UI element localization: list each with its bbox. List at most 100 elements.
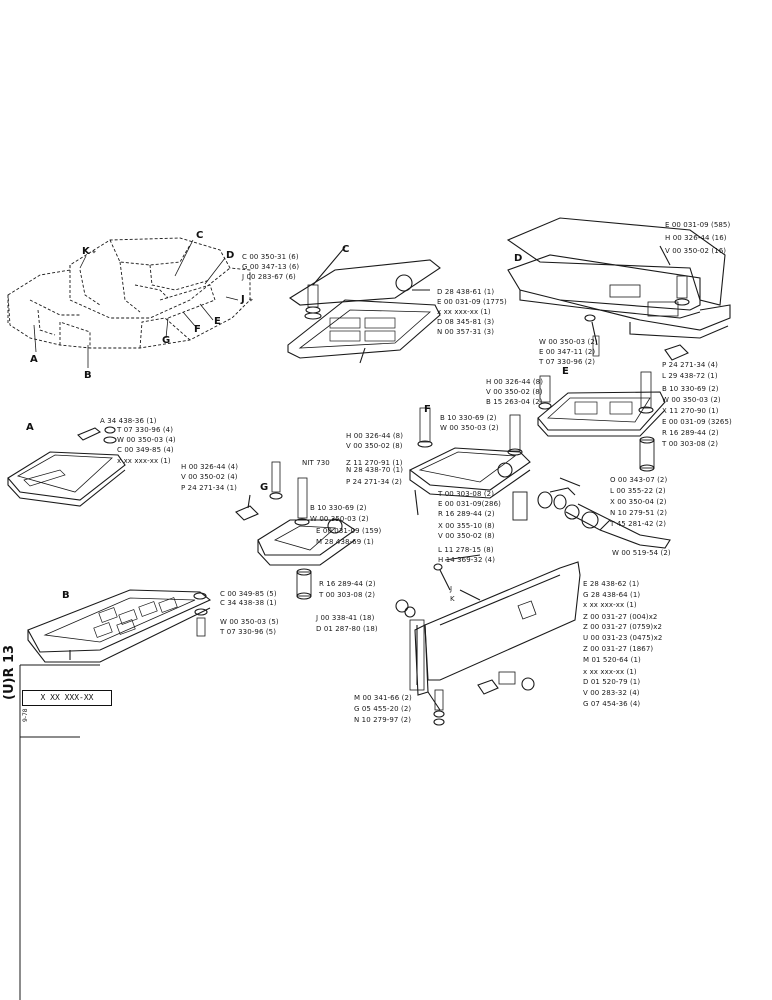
overview-label-a: A (30, 354, 38, 365)
part-number-label: C 00 349-85 (4) (117, 446, 174, 454)
part-number-label: P 24 271-34 (2) (346, 478, 403, 486)
part-number-label: V 00 283-32 (4) (583, 689, 640, 697)
part-number-label: U 00 031-23 (0475)x2 (583, 634, 663, 642)
overview-j-marker: ⌖ (249, 296, 253, 304)
hose-assembly-drawing (537, 477, 671, 549)
overview-label-k: K (82, 246, 90, 257)
part-number-label: B 10 330-69 (2) (310, 504, 367, 512)
part-number-label: W 00 350-03 (2) (662, 396, 721, 404)
side-panel-drawing (395, 561, 581, 726)
part-number-label: T 00 303-08 (2) (662, 440, 719, 448)
part-number-label: E 00 031-09 (159) (316, 527, 382, 535)
part-number-label: N 10 279-97 (2) (354, 716, 412, 724)
part-number-label: X 11 270-90 (1) (662, 407, 719, 415)
panel-e-drawing (537, 371, 666, 472)
part-number-label: Z 11 270-91 (1) (346, 459, 403, 467)
part-number-label: H 14 369-32 (4) (438, 556, 496, 564)
title-block-frame (19, 664, 100, 1000)
panel-a-drawing (7, 426, 126, 507)
overview-label-b: B (84, 370, 92, 381)
part-code-box: X XX XXX-XX (22, 690, 112, 706)
part-number-label: V 00 350-02 (8) (486, 388, 543, 396)
part-number-label: D 01 520-79 (1) (583, 678, 641, 686)
part-number-label: G 00 347-13 (6) (242, 263, 300, 271)
part-number-label: V 00 350-02 (8) (346, 442, 403, 450)
part-number-label: J 00 338-41 (18) (316, 614, 375, 622)
part-number-label: P 24 271-34 (1) (181, 484, 238, 492)
part-number-label: E 00 031-09 (3265) (662, 418, 732, 426)
part-number-label: W 00 519-54 (2) (612, 549, 671, 557)
part-number-label: N 10 279-51 (2) (610, 509, 668, 517)
sheet-title-rotated: (U)R 13 (2, 644, 17, 700)
part-number-label: R 16 289-44 (2) (662, 429, 719, 437)
part-number-label: B 15 263-04 (2) (486, 398, 543, 406)
part-number-label: G 05 455-20 (2) (354, 705, 412, 713)
part-number-label: L 00 355-22 (2) (610, 487, 666, 495)
part-number-label: E 00 031-09 (1775) (437, 298, 507, 306)
panel-b-label: B (62, 590, 70, 601)
part-number-label: L 29 438-72 (1) (662, 372, 718, 380)
part-number-label: x xx xxx-xx (1) (437, 308, 491, 316)
part-number-label: X 00 355-10 (8) (438, 522, 495, 530)
part-number-label: T 07 330-96 (4) (117, 426, 174, 434)
panel-c-drawing (287, 246, 441, 364)
part-number-label: E 00 347-11 (2) (539, 348, 596, 356)
part-number-label: T 00 303-08 (2) (438, 490, 495, 498)
part-number-label: P 24 271-34 (4) (662, 361, 719, 369)
panel-e-label: E (562, 366, 569, 377)
sheet-date-rotated: 9-78 (22, 708, 29, 722)
part-number-label: B 10 330-69 (2) (662, 385, 719, 393)
part-number-label: W 00 350-03 (5) (220, 618, 279, 626)
part-number-label: T 00 303-08 (2) (319, 591, 376, 599)
part-number-label: G 28 438-64 (1) (583, 591, 641, 599)
part-number-label: T 07 330-96 (5) (220, 628, 277, 636)
part-number-label: A 34 438-36 (1) (100, 417, 157, 425)
panel-d-drawing (506, 217, 731, 361)
part-number-label: Z 00 031-27 (0759)x2 (583, 623, 663, 631)
part-number-label: H 00 326-44 (8) (486, 378, 544, 386)
part-number-label: W 00 350-03 (4) (117, 436, 176, 444)
part-number-label: K (450, 595, 455, 603)
part-number-label: N 28 438-70 (1) (346, 466, 404, 474)
part-number-label: E 00 031-09 (585) (665, 221, 731, 229)
panel-b-drawing (27, 589, 212, 663)
part-number-label: D 28 438-61 (1) (437, 288, 495, 296)
part-number-label: Z 00 031-27 (004)x2 (583, 613, 658, 621)
part-number-label: E 00 031-09(286) (438, 500, 501, 508)
vehicle-overview (7, 237, 251, 349)
part-number-label: L 11 278-15 (8) (438, 546, 494, 554)
part-number-label: M 28 438-69 (1) (316, 538, 374, 546)
part-number-label: B 10 330-69 (2) (440, 414, 497, 422)
overview-label-d: D (226, 250, 235, 261)
overview-label-c: C (196, 230, 204, 241)
part-number-label: x xx xxx-xx (1) (583, 668, 637, 676)
part-number-label: H 00 326-44 (8) (346, 432, 404, 440)
part-number-label: X 00 350-04 (2) (610, 498, 667, 506)
overview-k-marker: ⌖ (92, 248, 96, 256)
part-number-label: O 00 343-07 (2) (610, 476, 668, 484)
panel-f-drawing (408, 407, 531, 591)
part-number-label: NIT 730 (302, 459, 330, 467)
overview-label-f: F (194, 324, 201, 335)
part-number-label: R 16 289-44 (2) (438, 510, 495, 518)
panel-g-drawing (235, 461, 356, 600)
part-number-label: T 45 281-42 (2) (610, 520, 667, 528)
part-number-label: G 07 454-36 (4) (583, 700, 641, 708)
panel-f-label: F (424, 404, 431, 415)
part-number-label: N 00 357-31 (3) (437, 328, 495, 336)
part-number-label: W 00 350-03 (2) (440, 424, 499, 432)
panel-a-label: A (26, 422, 34, 433)
part-number-label: D 01 287-80 (18) (316, 625, 378, 633)
part-number-label: W 00 350-03 (2) (310, 515, 369, 523)
overview-label-j: J (241, 294, 245, 305)
part-number-label: R 16 289-44 (2) (319, 580, 376, 588)
part-number-label: H 00 326-44 (4) (181, 463, 239, 471)
overview-leaders (33, 239, 239, 368)
panel-g-label: G (260, 482, 269, 493)
part-number-label: Z 00 031-27 (1867) (583, 645, 654, 653)
overview-label-g: G (162, 335, 171, 346)
part-number-label: J 00 283-67 (6) (242, 273, 296, 281)
part-number-label: H 00 326-44 (16) (665, 234, 727, 242)
